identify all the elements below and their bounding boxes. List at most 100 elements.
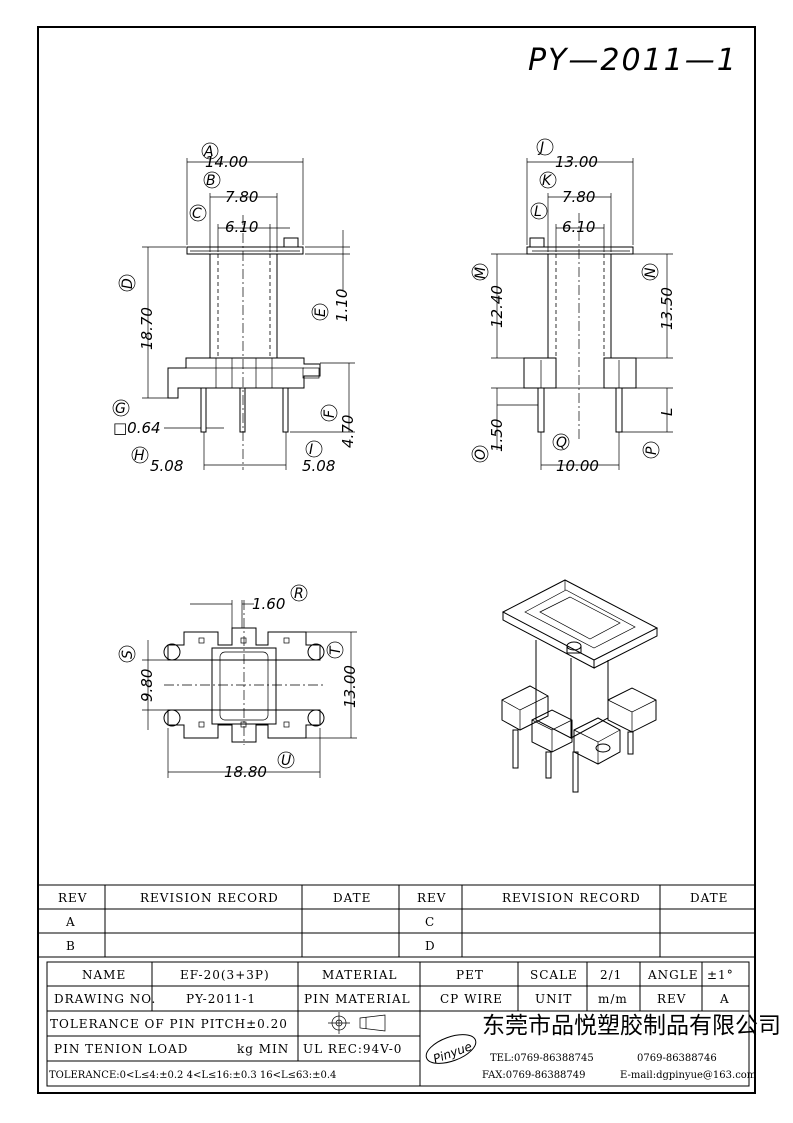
label-L: L (530, 202, 548, 220)
label-M: M (471, 263, 489, 281)
drawing-no-value: PY-2011-1 (186, 992, 256, 1006)
svg-text:Q: Q (556, 435, 567, 451)
revision-table: REV REVISION RECORD DATE REV REVISION RE… (37, 884, 756, 958)
label-D: D (118, 274, 136, 292)
label-K: K (539, 171, 557, 189)
svg-text:G: G (115, 401, 126, 417)
label-J: J (536, 138, 554, 156)
dim-B-value: 7.80 (225, 188, 258, 206)
rev-row-a: A (65, 915, 76, 929)
pin-tension-label: PIN TENION LOAD (54, 1042, 188, 1056)
svg-text:P: P (644, 446, 660, 455)
label-U: U (277, 751, 295, 769)
dim-U-value: 18.80 (224, 763, 267, 781)
rev-value: A (719, 992, 730, 1006)
label-F: F (320, 404, 338, 422)
svg-text:K: K (542, 173, 553, 189)
label-H: H (131, 446, 149, 464)
front-view: 14.00 7.80 6.10 18.70 1.10 4.70 □0.64 5.… (112, 142, 357, 475)
unit-label: UNIT (535, 992, 572, 1006)
dim-I-value: 5.08 (302, 457, 335, 475)
title-block: NAME EF-20(3+3P) MATERIAL PET SCALE 2/1 … (46, 961, 781, 1087)
revision-record-header-1: REVISION RECORD (140, 891, 279, 905)
isometric-view (501, 579, 659, 793)
dim-K-value: 7.80 (562, 188, 595, 206)
rev-label: REV (657, 992, 686, 1006)
dim-M-value: 12.40 (488, 285, 506, 328)
svg-text:F: F (322, 409, 338, 418)
svg-text:I: I (309, 442, 313, 458)
dim-E-value: 1.10 (333, 289, 351, 322)
dim-C-value: 6.10 (225, 218, 258, 236)
drawing-no-label: DRAWING NO. (54, 992, 156, 1006)
svg-text:C: C (192, 206, 202, 222)
material-value: PET (456, 968, 484, 982)
label-Q: Q (552, 433, 570, 451)
bottom-view: 1.60 9.80 13.00 18.80 R S T U (118, 584, 359, 781)
dim-J-value: 13.00 (555, 153, 598, 171)
rev-row-c: C (425, 915, 435, 929)
scale-value: 2/1 (600, 968, 622, 982)
label-A: A (201, 142, 219, 160)
svg-text:T: T (328, 645, 344, 655)
label-C: C (189, 204, 207, 222)
date-header-1: DATE (333, 891, 371, 905)
date-header-2: DATE (690, 891, 728, 905)
svg-text:L: L (534, 204, 542, 220)
name-value: EF-20(3+3P) (180, 968, 270, 982)
tolerance-pitch: TOLERANCE OF PIN PITCH±0.20 (50, 1017, 288, 1031)
pin-material-value: CP WIRE (440, 992, 503, 1006)
label-B: B (203, 171, 221, 189)
svg-text:D: D (120, 278, 136, 289)
dim-H-value: 5.08 (150, 457, 183, 475)
dim-Q-value: 10.00 (556, 457, 599, 475)
revision-record-header-2: REVISION RECORD (502, 891, 641, 905)
side-view: 13.00 7.80 6.10 12.40 13.50 1.50 L 10.00… (471, 138, 676, 475)
name-label: NAME (82, 968, 126, 982)
label-O: O (471, 445, 489, 463)
company-name: 东莞市品悦塑胶制品有限公司 (482, 1013, 781, 1039)
projection-symbol (328, 1012, 386, 1034)
svg-text:N: N (643, 267, 659, 278)
rev-header-1: REV (58, 891, 87, 905)
company-tel-2: 0769-86388746 (637, 1053, 717, 1064)
company-fax: FAX:0769-86388749 (482, 1070, 586, 1081)
unit-value: m/m (598, 992, 628, 1006)
dim-T-value: 13.00 (341, 665, 359, 708)
svg-text:E: E (313, 308, 329, 317)
dim-N-value: 13.50 (658, 287, 676, 330)
svg-text:H: H (134, 448, 145, 464)
company-tel: TEL:0769-86388745 (490, 1053, 594, 1064)
label-G: G (112, 399, 130, 417)
company-logo: Pinyue (425, 1034, 477, 1066)
rev-row-b: B (66, 939, 76, 953)
svg-text:M: M (473, 267, 489, 279)
rev-header-2: REV (417, 891, 446, 905)
label-E: E (311, 303, 329, 321)
dim-R-value: 1.60 (252, 595, 285, 613)
dim-D-value: 18.70 (138, 307, 156, 350)
ul-rec: UL REC:94V-0 (303, 1042, 402, 1056)
label-I: I (305, 440, 323, 458)
dim-S-value: 9.80 (138, 669, 156, 702)
angle-value: ±1° (707, 968, 734, 982)
dim-O-value: 1.50 (488, 419, 506, 452)
dim-A-value: 14.00 (205, 153, 248, 171)
sheet-border (37, 26, 756, 1094)
label-S: S (118, 645, 136, 663)
dim-G-value: □0.64 (113, 419, 161, 437)
svg-text:B: B (206, 173, 216, 189)
label-T: T (326, 641, 344, 659)
svg-text:O: O (473, 449, 489, 460)
pin-material-label: PIN MATERIAL (304, 992, 411, 1006)
label-N: N (641, 263, 659, 281)
scale-label: SCALE (530, 968, 578, 982)
dim-P-value: L (658, 408, 676, 416)
drawing-title: PY—2011—1 (528, 43, 738, 78)
svg-text:A: A (203, 144, 214, 160)
svg-text:J: J (537, 140, 544, 156)
material-label: MATERIAL (322, 968, 397, 982)
pin-tension-unit: kg MIN (237, 1042, 289, 1056)
rev-row-d: D (425, 939, 436, 953)
